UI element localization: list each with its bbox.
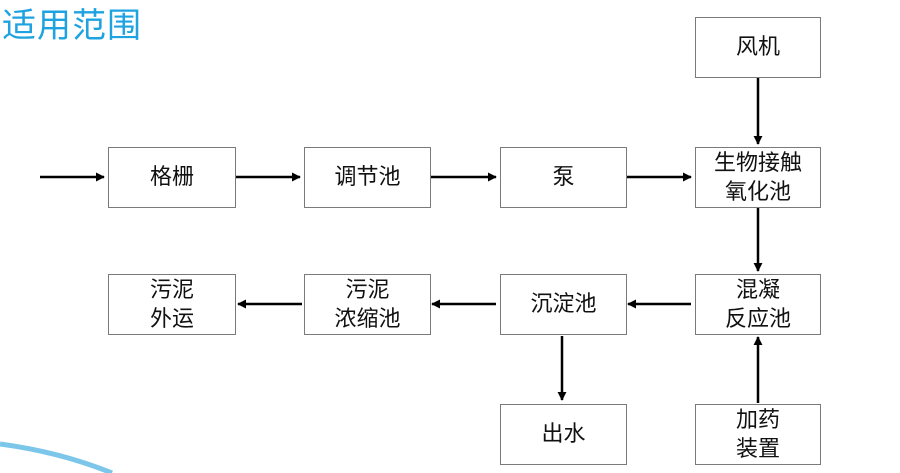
node-bio-contact-oxidation: 生物接触 氧化池 (695, 147, 821, 208)
node-dosing-device: 加药 装置 (695, 404, 821, 465)
node-fan: 风机 (695, 17, 821, 78)
node-regulating-tank: 调节池 (304, 147, 431, 208)
page-title: 适用范围 (2, 6, 142, 46)
node-coagulation-tank: 混凝 反应池 (695, 274, 821, 335)
node-sludge-transport: 污泥 外运 (108, 274, 236, 335)
node-sludge-thickener: 污泥 浓缩池 (304, 274, 431, 335)
node-effluent: 出水 (500, 404, 627, 465)
decorative-curve (0, 441, 113, 473)
node-screen: 格栅 (108, 147, 236, 208)
node-pump: 泵 (500, 147, 627, 208)
node-sedimentation-tank: 沉淀池 (500, 274, 627, 335)
